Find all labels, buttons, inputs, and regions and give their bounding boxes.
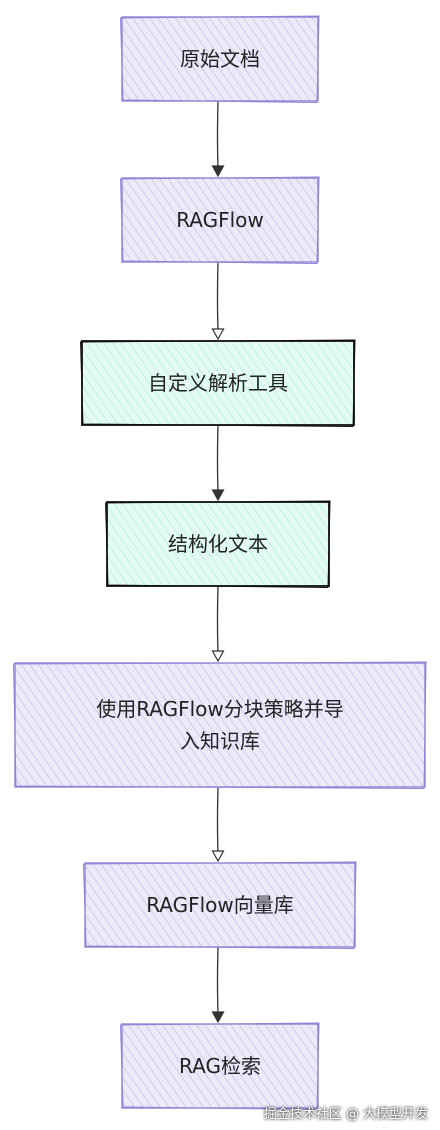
node-label: 自定义解析工具 (148, 371, 288, 395)
node-border-sketch (119, 176, 320, 265)
edge-source-docs-to-ragflow (211, 100, 225, 178)
edge-line (216, 424, 219, 492)
node-border-sketch (79, 339, 356, 428)
node-border-sketch (119, 1022, 320, 1111)
node-fill (107, 502, 329, 586)
arrowhead-hollow-icon (211, 650, 225, 663)
node-border-sketch (104, 500, 331, 589)
arrowhead-filled-icon (211, 489, 225, 502)
node-fill (122, 178, 318, 262)
node-fill (85, 863, 355, 947)
node-fill (15, 663, 425, 787)
edge-line (216, 585, 219, 653)
node-ragflow: RAGFlow (119, 176, 320, 265)
node-custom-parser: 自定义解析工具 (79, 339, 356, 428)
edge-structured-text-to-chunk-import (211, 585, 225, 663)
node-label: RAGFlow (176, 208, 264, 232)
watermark-text: 掘金技术社区 @ 大模型开发 (263, 1107, 428, 1122)
node-border-sketch (119, 15, 320, 104)
node-rag-retrieval: RAG检索 (119, 1022, 320, 1111)
node-label: 入知识库 (180, 729, 260, 753)
node-label: 使用RAGFlow分块策略并导 (96, 697, 344, 721)
edge-line (216, 261, 219, 331)
arrowhead-hollow-icon (211, 850, 225, 863)
edge-ragflow-to-custom-parser (211, 261, 225, 341)
edge-line (216, 100, 219, 168)
node-source-docs: 原始文档 (119, 15, 320, 104)
arrowhead-hollow-icon (211, 328, 225, 341)
arrowhead-filled-icon (211, 1011, 225, 1024)
node-fill (122, 17, 318, 101)
arrowhead-filled-icon (211, 165, 225, 178)
node-fill (82, 341, 354, 425)
node-vector-store: RAGFlow向量库 (82, 861, 357, 950)
node-label: RAGFlow向量库 (146, 893, 294, 917)
edge-custom-parser-to-structured-text (211, 424, 225, 502)
node-border-sketch (82, 861, 357, 950)
edge-vector-store-to-rag-retrieval (211, 946, 225, 1024)
edge-line (216, 786, 219, 853)
edge-chunk-import-to-vector-store (211, 786, 225, 863)
node-label: RAG检索 (179, 1054, 261, 1078)
node-fill (122, 1024, 318, 1108)
node-label: 原始文档 (180, 47, 260, 71)
edge-line (216, 946, 219, 1014)
node-structured-text: 结构化文本 (104, 500, 331, 589)
node-border-sketch (12, 661, 427, 790)
node-label: 结构化文本 (168, 532, 268, 556)
